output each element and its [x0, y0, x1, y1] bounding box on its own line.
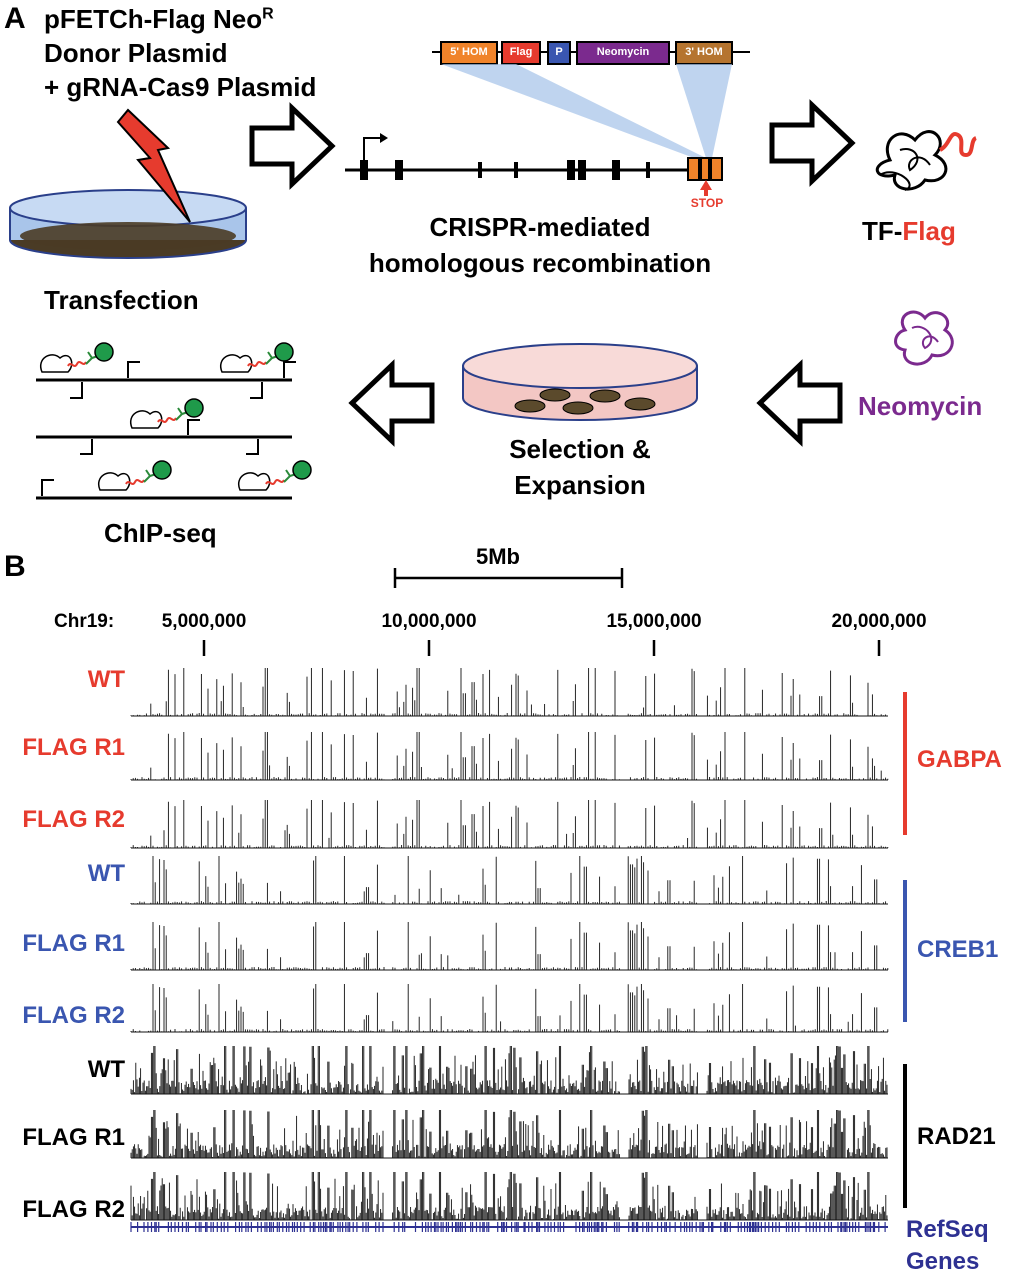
transfection-label: Transfection [44, 285, 199, 315]
coordinate-ticks [202, 640, 881, 656]
stop-label: STOP [690, 196, 724, 210]
cassette-5hom: 5' HOM [450, 46, 488, 58]
antibody-bound-tf-icon [39, 342, 114, 373]
refseq-label-2: Genes [906, 1248, 980, 1275]
projection-wedge [441, 64, 706, 158]
antibody-bound-tf-icon [219, 342, 294, 373]
signal-track [130, 922, 889, 971]
scale-bar [393, 568, 624, 588]
neomycin-molecule-icon [894, 310, 954, 366]
arrow-right-icon [249, 102, 336, 190]
gene-locus [345, 133, 723, 181]
track-label: FLAG R2 [22, 1196, 125, 1223]
track-label: FLAG R2 [22, 806, 125, 833]
chipseq-proteins [39, 342, 312, 491]
panel-b-letter: B [4, 550, 26, 583]
signal-track [130, 1046, 888, 1095]
donor-plasmid-label-2: Donor Plasmid [44, 38, 228, 68]
antibody-bound-tf-icon [129, 398, 204, 429]
signal-track [130, 732, 889, 781]
track-label: WT [87, 1056, 125, 1083]
track-label: WT [87, 666, 125, 693]
group-label-creb1: CREB1 [917, 936, 999, 963]
track-label: FLAG R1 [22, 734, 125, 761]
signal-track [130, 1110, 888, 1159]
arrow-left-icon [756, 359, 843, 447]
neomycin-label: Neomycin [858, 391, 983, 421]
crispr-label: CRISPR-mediated [429, 212, 651, 242]
transfection-dish [9, 189, 247, 259]
chromosome-label: Chr19: [54, 611, 115, 632]
crispr-label-2: homologous recombination [368, 248, 712, 278]
antibody-bound-tf-icon [237, 460, 312, 491]
projection-wedge [676, 64, 732, 158]
group-label-gabpa: GABPA [917, 746, 1002, 773]
arrow-left-icon [348, 359, 435, 447]
chipseq-label: ChIP-seq [104, 518, 217, 548]
tick-label-5mb: 5,000,000 [161, 611, 247, 632]
panel-a-letter: A [4, 2, 26, 35]
cassette-flag: Flag [509, 46, 533, 58]
expansion-label: Expansion [514, 470, 646, 500]
track-label: FLAG R1 [22, 1124, 125, 1151]
selection-label: Selection & [509, 434, 651, 464]
track-label: WT [87, 860, 125, 887]
stop-arrow-icon [700, 180, 712, 196]
arrow-right-icon [769, 99, 856, 187]
cassette-promoter: P [555, 46, 563, 58]
signal-track [130, 856, 888, 905]
tick-label-10mb: 10,000,000 [381, 611, 477, 632]
tf-flag-protein-icon [876, 130, 978, 191]
donor-plasmid-label: pFETCh-Flag NeoR [44, 4, 274, 34]
cassette-3hom: 3' HOM [685, 46, 723, 58]
signal-track [130, 800, 889, 849]
tf-flag-label: TF-Flag [862, 216, 956, 246]
gRNA-plasmid-label: + gRNA-Cas9 Plasmid [44, 72, 317, 102]
tick-label-20mb: 20,000,000 [831, 611, 927, 632]
signal-track [130, 668, 888, 717]
tick-label-15mb: 15,000,000 [606, 611, 702, 632]
signal-tracks [130, 668, 889, 1221]
refseq-genes [130, 1222, 886, 1232]
selection-dish [462, 343, 698, 421]
cassette-neomycin: Neomycin [596, 46, 650, 58]
signal-track [130, 1172, 888, 1221]
track-label: FLAG R2 [22, 1002, 125, 1029]
chipseq-schematic [36, 361, 296, 500]
refseq-label: RefSeq [906, 1216, 989, 1243]
signal-track [130, 984, 889, 1033]
group-label-rad21: RAD21 [917, 1123, 996, 1150]
antibody-bound-tf-icon [97, 460, 172, 491]
track-label: FLAG R1 [22, 930, 125, 957]
refseq-gene-track [130, 1222, 888, 1232]
lightning-bolt-icon [116, 108, 191, 223]
scale-label: 5Mb [476, 544, 520, 569]
